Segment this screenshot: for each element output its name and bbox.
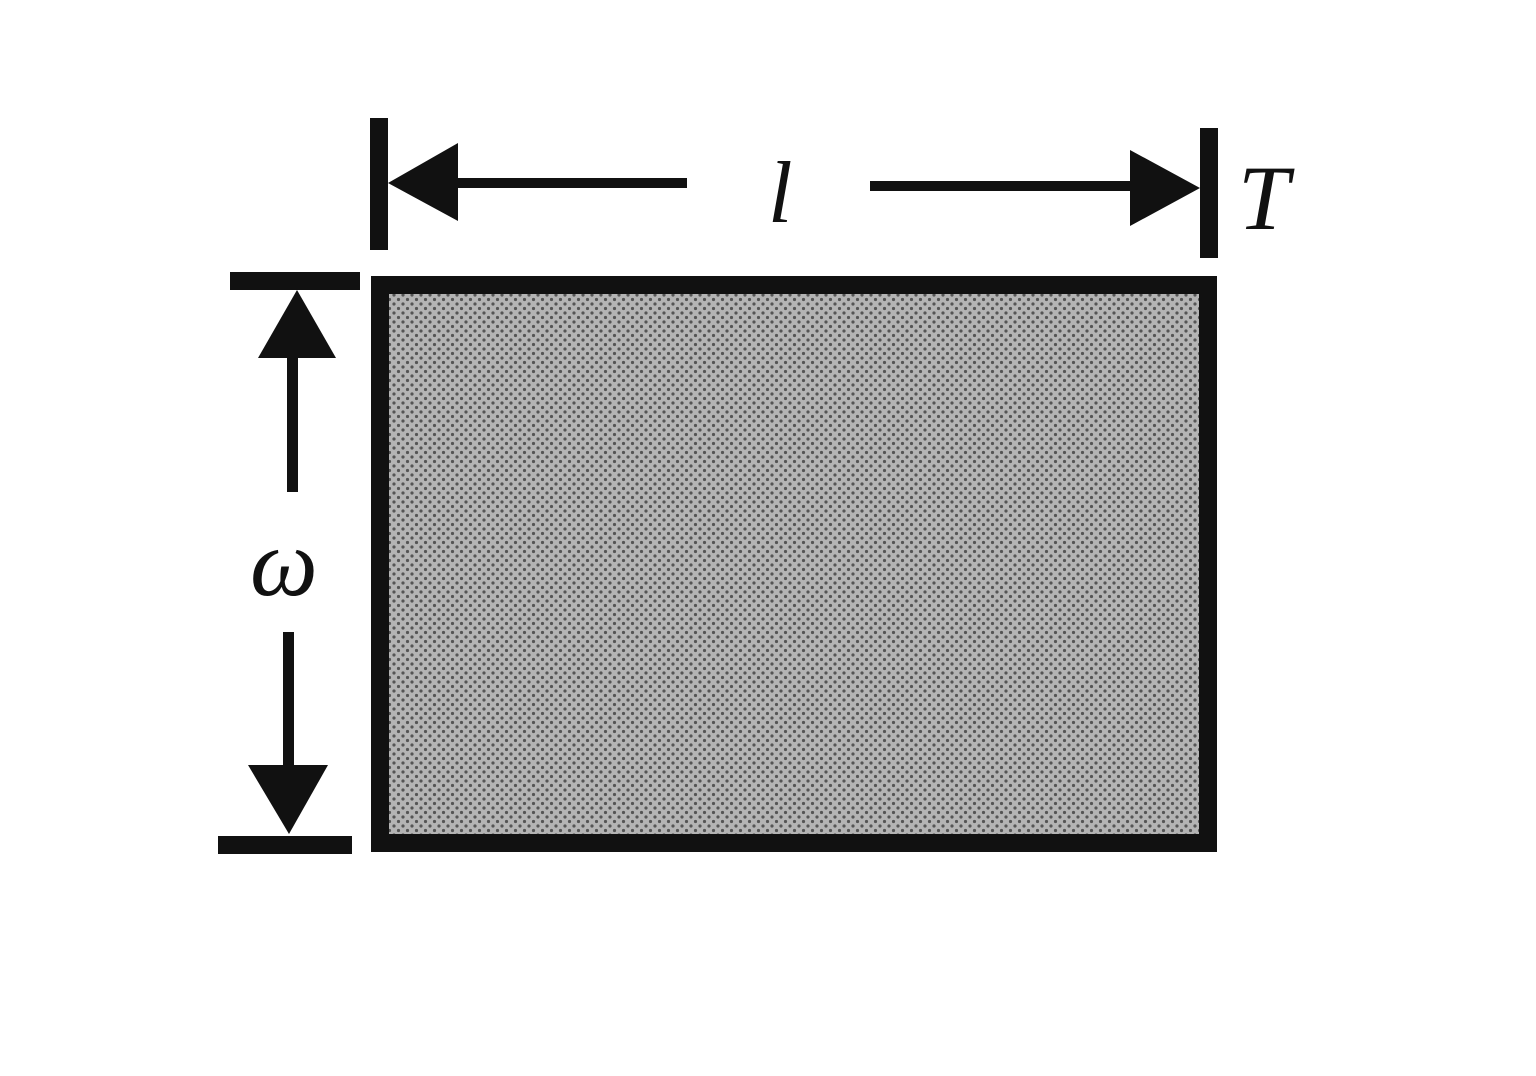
length-label: l bbox=[768, 145, 793, 242]
bottom-extension-tick bbox=[218, 836, 352, 854]
length-dimension bbox=[370, 118, 1218, 258]
up-arrow-shaft bbox=[287, 355, 298, 492]
down-arrow-shaft bbox=[283, 632, 294, 772]
slab-rectangle bbox=[371, 276, 1217, 852]
width-dimension bbox=[218, 272, 360, 854]
right-arrowhead-icon bbox=[1130, 150, 1200, 226]
left-extension-tick bbox=[370, 118, 388, 250]
up-arrowhead-icon bbox=[258, 290, 336, 358]
down-arrowhead-icon bbox=[248, 765, 328, 834]
right-arrow-shaft bbox=[870, 181, 1132, 191]
left-arrow-shaft bbox=[455, 178, 687, 188]
width-label: ω bbox=[250, 509, 318, 616]
left-arrowhead-icon bbox=[388, 143, 458, 221]
thickness-label: T bbox=[1238, 147, 1290, 249]
top-extension-tick bbox=[230, 272, 360, 290]
right-extension-tick bbox=[1200, 128, 1218, 258]
